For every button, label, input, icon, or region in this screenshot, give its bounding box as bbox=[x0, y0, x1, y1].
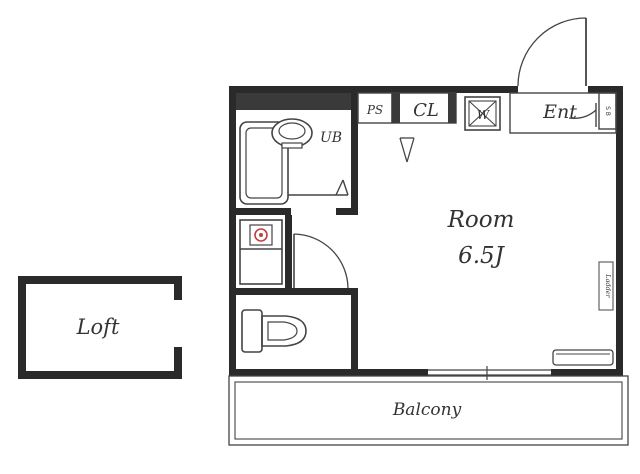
unit-bath-label: UB bbox=[320, 130, 342, 146]
main-room: Room 6.5J Ladder bbox=[447, 207, 614, 366]
unit-bath: UB bbox=[239, 118, 349, 205]
loft-label: Loft bbox=[76, 315, 120, 339]
room-label: Room bbox=[447, 207, 515, 233]
washroom-vanity bbox=[239, 219, 283, 285]
ladder-label: Ladder bbox=[604, 273, 612, 298]
balcony-label: Balcony bbox=[392, 400, 462, 420]
washer-label: W bbox=[477, 108, 491, 122]
toilet bbox=[241, 309, 307, 353]
room-size-label: 6.5J bbox=[458, 243, 506, 269]
pipe-space-label: PS bbox=[366, 103, 383, 117]
toilet-door-swing bbox=[293, 233, 349, 289]
balcony: Balcony bbox=[228, 375, 629, 446]
shoe-box-label: S B bbox=[604, 106, 611, 116]
outer-walls bbox=[229, 86, 623, 376]
interior-walls bbox=[236, 93, 358, 370]
sliding-window bbox=[428, 366, 551, 380]
loft-area: Loft bbox=[18, 276, 182, 379]
entrance-label: Ent bbox=[542, 101, 577, 123]
entrance-door-swing bbox=[517, 17, 587, 87]
top-storage-row: PS CL W Ent S B bbox=[357, 92, 617, 163]
closet-label: CL bbox=[413, 100, 439, 121]
bulkhead-strip bbox=[236, 93, 352, 110]
